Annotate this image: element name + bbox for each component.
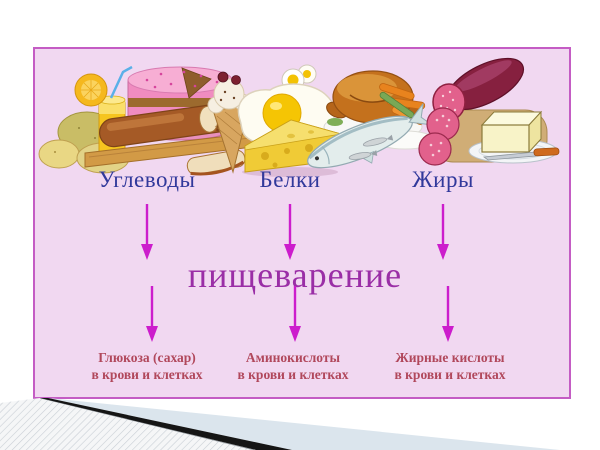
down-arrow-icon: [284, 204, 296, 260]
black-stripe: [40, 398, 292, 450]
fish-icon: [307, 103, 433, 169]
result-line: Аминокислоты: [245, 350, 341, 365]
down-arrow-icon: [437, 204, 449, 260]
group-label-carbohydrates: Углеводы: [98, 167, 196, 192]
salami-slices-icon: [418, 107, 460, 166]
slide-deco-wedge: [0, 398, 560, 450]
straw-icon: [109, 65, 133, 99]
blue-wedge: [48, 398, 560, 450]
result-carbohydrates: Глюкоза (сахар) в крови и клетках: [91, 350, 202, 384]
knife-icon: [482, 147, 560, 161]
food-illustrations: [38, 57, 560, 177]
down-arrow-icon: [146, 286, 158, 342]
result-line: Жирные кислоты: [395, 350, 505, 365]
group-label-proteins: Белки: [259, 167, 321, 192]
result-line: в крови и клетках: [91, 366, 203, 382]
result-line: в крови и клетках: [394, 366, 506, 382]
result-proteins: Аминокислоты в крови и клетках: [237, 350, 348, 384]
result-line: в крови и клетках: [237, 366, 349, 382]
down-arrow-icon: [289, 286, 301, 342]
deco-edge-line: [39, 398, 255, 450]
result-line: Глюкоза (сахар): [98, 350, 196, 365]
cherry-icon: [217, 71, 229, 83]
pinstripe-triangle: [0, 398, 254, 450]
down-arrow-icon: [141, 204, 153, 260]
group-label-fats: Жиры: [412, 167, 474, 192]
orange-icon: [74, 73, 108, 107]
result-fats: Жирные кислоты в крови и клетках: [394, 350, 505, 384]
slide-canvas: Углеводы Белки Жиры пищеварение Глюкоза …: [33, 47, 571, 399]
butter-block-icon: [480, 110, 543, 154]
cheese-wedge-icon: [242, 119, 342, 177]
down-arrow-icon: [442, 286, 454, 342]
cherry-icon: [231, 75, 241, 85]
